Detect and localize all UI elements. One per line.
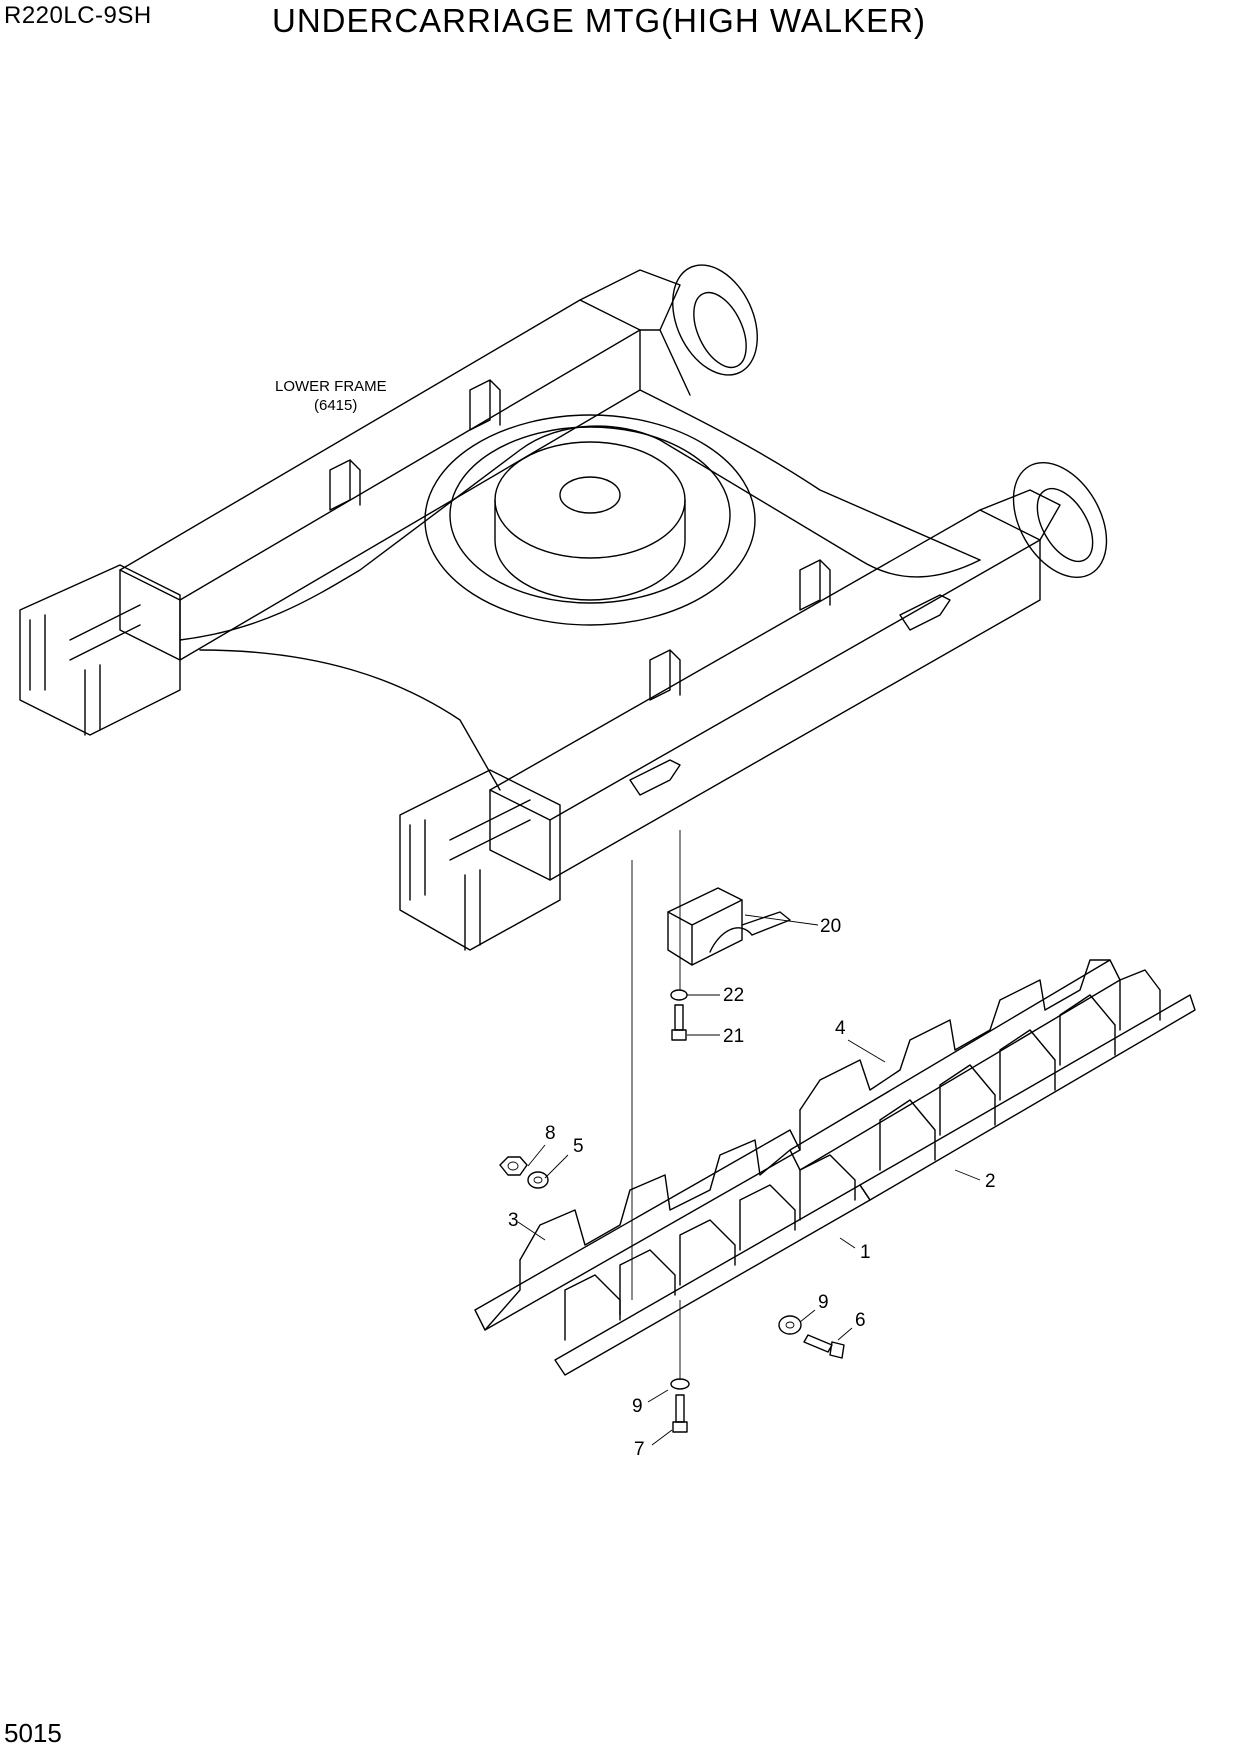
callout-8: 8	[545, 1123, 556, 1144]
callout-9-upper: 9	[818, 1292, 829, 1313]
lower-frame	[19, 264, 1108, 951]
part-5-washer	[527, 1171, 549, 1189]
part-4-rail	[789, 959, 1121, 1171]
callout-1: 1	[860, 1242, 871, 1263]
callout-22: 22	[723, 985, 744, 1006]
part-6-bolt	[803, 1334, 845, 1359]
frame-label-line2: (6415)	[314, 397, 357, 414]
part-21-bolt	[671, 1004, 687, 1041]
part-22-washer	[670, 989, 688, 1001]
frame-label-line1: LOWER FRAME	[275, 378, 387, 395]
callout-4: 4	[835, 1018, 846, 1039]
callout-9-lower: 9	[632, 1396, 643, 1417]
part-9-washer-upper	[778, 1315, 802, 1335]
callout-7: 7	[634, 1439, 645, 1460]
diagram-title: UNDERCARRIAGE MTG(HIGH WALKER)	[272, 2, 926, 39]
part-3-rail	[474, 1129, 801, 1331]
callout-3: 3	[508, 1210, 519, 1231]
callout-6: 6	[855, 1310, 866, 1331]
callout-21: 21	[723, 1026, 744, 1047]
part-8-nut	[499, 1156, 528, 1176]
part-1-guard	[554, 1154, 871, 1376]
part-20-bracket	[667, 887, 791, 966]
callout-5: 5	[573, 1136, 584, 1157]
part-7-bolt	[672, 1394, 688, 1433]
callout-2: 2	[985, 1171, 996, 1192]
page-number: 5015	[4, 1718, 62, 1748]
part-2-guard	[859, 969, 1196, 1201]
model-number: R220LC-9SH	[4, 2, 152, 29]
callout-20: 20	[820, 916, 841, 937]
part-9-washer-lower	[670, 1378, 690, 1390]
